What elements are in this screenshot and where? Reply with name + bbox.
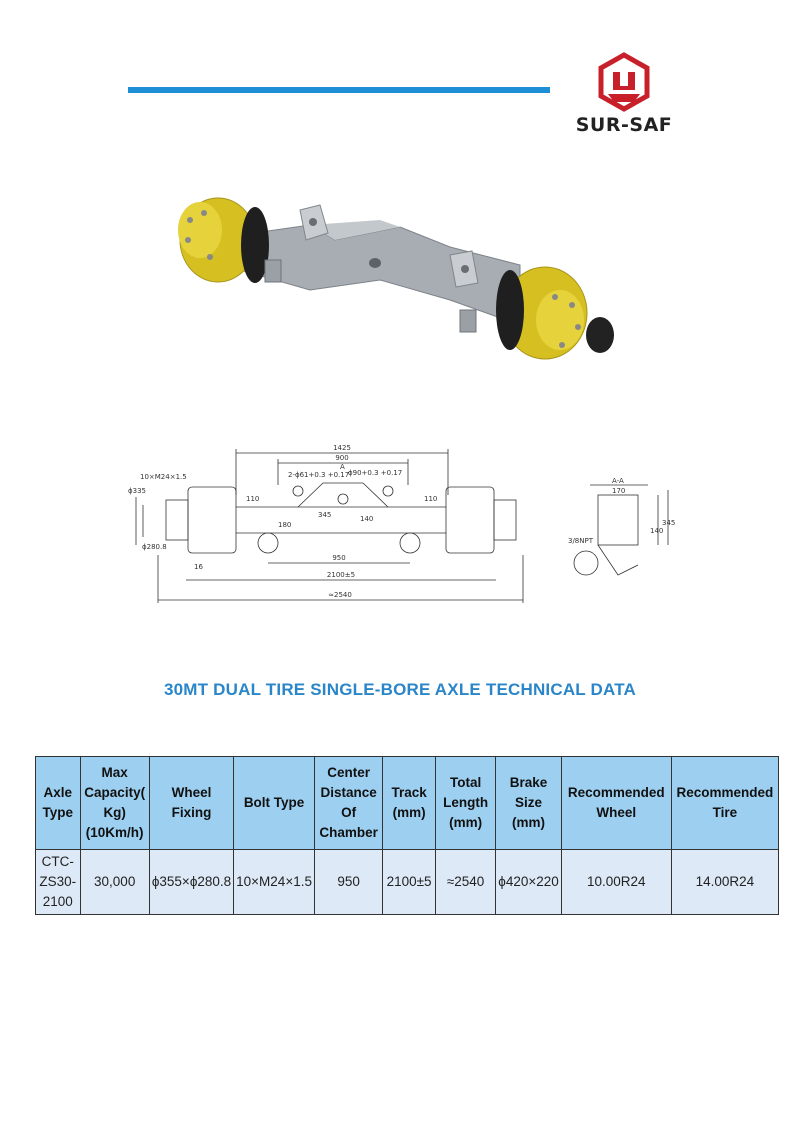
cell-track: 2100±5 bbox=[382, 849, 436, 915]
dim-110-left: 110 bbox=[246, 495, 259, 503]
dim-2100: 2100±5 bbox=[327, 571, 355, 579]
technical-drawing: 1425 900 2-ϕ61+0.3 +0.17 ϕ90+0.3 +0.17 A… bbox=[128, 444, 675, 603]
axle-illustration bbox=[178, 197, 614, 360]
technical-data-table: Axle Type Max Capacity( Kg) (10Km/h) Whe… bbox=[35, 756, 780, 915]
header-recommended-tire: Recommended Tire bbox=[670, 756, 780, 850]
dim-phi280: ϕ280.8 bbox=[142, 543, 167, 551]
header-bolt-type: Bolt Type bbox=[233, 756, 315, 850]
dim-140: 140 bbox=[360, 515, 373, 523]
header-center-distance: Center Distance Of Chamber bbox=[313, 756, 384, 850]
dim-phi90: ϕ90+0.3 +0.17 bbox=[348, 469, 402, 477]
section-mark-a: A bbox=[340, 463, 345, 471]
header-max-capacity: Max Capacity( Kg) (10Km/h) bbox=[79, 756, 150, 850]
dim-2540: ≈2540 bbox=[328, 591, 352, 599]
brand-logo: SUR-SAF bbox=[560, 52, 688, 142]
brand-name: SUR-SAF bbox=[575, 114, 673, 136]
dim-140-section: 140 bbox=[650, 527, 663, 535]
dim-345: 345 bbox=[318, 511, 331, 519]
cell-max-capacity: 30,000 bbox=[79, 849, 150, 915]
header-brake-size: Brake Size (mm) bbox=[495, 756, 562, 850]
dim-950: 950 bbox=[332, 554, 345, 562]
cell-recommended-tire: 14.00R24 bbox=[670, 849, 780, 915]
cell-bolt-type: 10×M24×1.5 bbox=[233, 849, 315, 915]
dim-npt: 3/8NPT bbox=[568, 537, 594, 545]
header-accent-bar bbox=[128, 87, 550, 93]
cell-total-length: ≈2540 bbox=[434, 849, 497, 915]
dim-1425: 1425 bbox=[333, 444, 351, 452]
dim-110-right: 110 bbox=[424, 495, 437, 503]
dim-10m24: 10×M24×1.5 bbox=[140, 473, 187, 481]
header-recommended-wheel: Recommended Wheel bbox=[560, 756, 672, 850]
header-total-length: Total Length (mm) bbox=[434, 756, 497, 850]
dim-900: 900 bbox=[335, 454, 348, 462]
cell-brake-size: ϕ420×220 bbox=[495, 849, 562, 915]
logo-hexagon-icon bbox=[598, 52, 650, 112]
page-title: 30MT DUAL TIRE SINGLE-BORE AXLE TECHNICA… bbox=[164, 680, 636, 699]
dim-345-section: 345 bbox=[662, 519, 675, 527]
cell-axle-type: CTC-ZS30-2100 bbox=[35, 849, 81, 915]
dim-phi335: ϕ335 bbox=[128, 487, 146, 495]
cell-center-distance: 950 bbox=[313, 849, 384, 915]
dim-2phi61: 2-ϕ61+0.3 +0.17 bbox=[288, 471, 349, 479]
cell-recommended-wheel: 10.00R24 bbox=[560, 849, 672, 915]
section-label-aa: A-A bbox=[612, 477, 624, 485]
dim-16: 16 bbox=[194, 563, 203, 571]
header-wheel-fixing: Wheel Fixing bbox=[148, 756, 235, 850]
dim-180: 180 bbox=[278, 521, 291, 529]
table-header-row: Axle Type Max Capacity( Kg) (10Km/h) Whe… bbox=[35, 756, 780, 850]
header-axle-type: Axle Type bbox=[35, 756, 81, 850]
table-row: CTC-ZS30-2100 30,000 ϕ355×ϕ280.8 10×M24×… bbox=[35, 849, 780, 915]
dim-170: 170 bbox=[612, 487, 625, 495]
header-track: Track (mm) bbox=[382, 756, 436, 850]
cell-wheel-fixing: ϕ355×ϕ280.8 bbox=[148, 849, 235, 915]
